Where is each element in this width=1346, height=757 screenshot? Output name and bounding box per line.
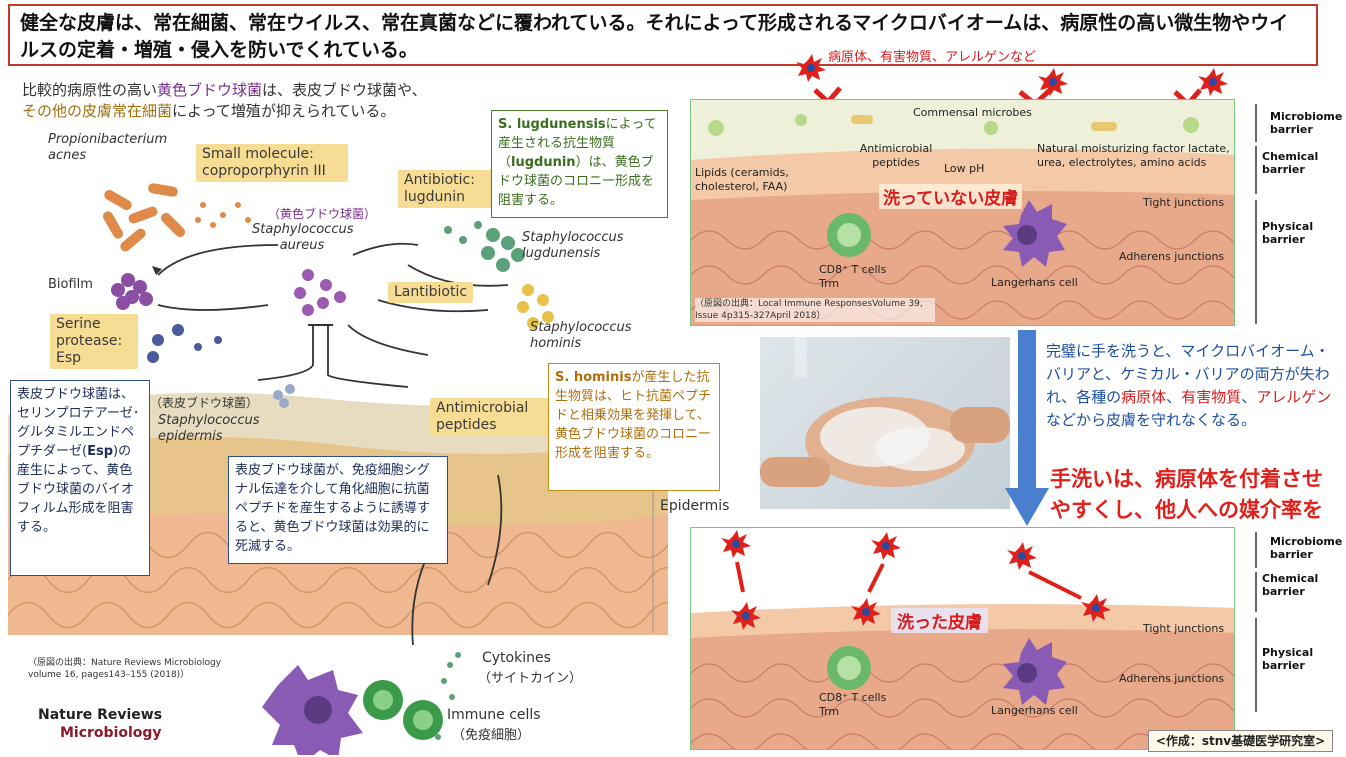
washed-skin-panel: 洗った皮膚 Tight junctions Adherens junctions…: [690, 527, 1235, 750]
label-lugdunensis: Staphylococcus lugdunensis: [522, 230, 624, 261]
explain-harmful: 有害物質: [1181, 388, 1242, 406]
label-hominis: Staphylococcus hominis: [530, 320, 632, 351]
callout-lugdunensis-name: S. lugdunensis: [498, 117, 606, 132]
explain-pathogen: 病原体: [1121, 388, 1167, 406]
label-low-ph: Low pH: [944, 162, 985, 175]
label-washed-skin: 洗った皮膚: [891, 608, 988, 633]
callout-esp-text2: )の産生によって、黄色ブドウ球菌のバイオフィルム形成を阻害する。: [17, 444, 135, 535]
label-immune-cells: Immune cells: [447, 707, 541, 723]
label-nmf: Natural moisturizing factor lactate, ure…: [1037, 142, 1230, 169]
label-epidermis-layer: Epidermis: [660, 498, 730, 514]
label-small-molecule: Small molecule: coproporphyrin III: [196, 144, 348, 182]
callout-hominis-name: S. hominis: [555, 370, 632, 385]
down-arrow: [1005, 330, 1049, 526]
intro-commensal: その他の皮膚常在細菌: [22, 102, 173, 120]
journal-logo-line2: Microbiology: [60, 725, 162, 741]
label-serine-protease: Serine protease: Esp: [50, 314, 138, 369]
pathogen-label: 病原体、有害物質、アレルゲンなど: [828, 46, 1036, 65]
right-source-citation: （原図の出典：Local Immune ResponsesVolume 39, …: [695, 298, 935, 322]
journal-logo: Nature Reviews Microbiology: [38, 706, 162, 742]
handwashing-illustration: [760, 337, 1010, 487]
label-chemical-barrier-bottom: Chemical barrier: [1262, 572, 1319, 598]
label-chemical-barrier-top: Chemical barrier: [1262, 150, 1319, 176]
callout-lugdunensis-lugdunin: lugdunin: [511, 155, 576, 170]
explain-text2: などから皮膚を守れなくなる。: [1046, 411, 1257, 429]
explain-sep1: 、: [1166, 388, 1182, 406]
label-commensal: Commensal microbes: [913, 106, 1032, 119]
explain-text1: 完璧に手を洗うと、マイクロバイオーム・バリアと、ケミカル・バリアの両方が失われ、…: [1046, 342, 1330, 406]
label-biofilm: Biofilm: [48, 277, 93, 292]
callout-esp-esp: Esp: [87, 444, 114, 459]
label-langerhans-2: Langerhans cell: [991, 704, 1078, 717]
label-cytokines: Cytokines: [482, 650, 551, 666]
label-lipids: Lipids (ceramids, cholesterol, FAA): [695, 166, 789, 193]
callout-lugdunensis-text2: ）は、黄色ブドウ球菌のコロニー形成を阻害する。: [498, 155, 655, 208]
label-microbiome-barrier-top: Microbiome barrier: [1270, 110, 1343, 136]
callout-lugdunensis-text1: によって産生される抗生物質（: [498, 117, 657, 170]
journal-logo-line1: Nature Reviews: [38, 707, 163, 723]
unwashed-skin-panel: Commensal microbes Antimicrobial peptide…: [690, 99, 1235, 326]
label-cytokines-jp: （サイトカイン）: [478, 671, 583, 686]
label-physical-barrier-top: Physical barrier: [1262, 220, 1314, 246]
label-antibiotic: Antibiotic: lugdunin: [398, 170, 494, 208]
label-adherens-junctions-2: Adherens junctions: [1119, 672, 1225, 685]
label-adherens-junctions: Adherens junctions: [1119, 250, 1225, 263]
intro-text: 比較的病原性の高い黄色ブドウ球菌は、表皮ブドウ球菌や、 その他の皮膚常在細菌によ…: [22, 80, 542, 122]
explain-sep2: 、: [1241, 388, 1257, 406]
label-aureus-jp: （黄色ブドウ球菌）: [268, 207, 377, 221]
intro-text-2: は、表皮ブドウ球菌や、: [262, 81, 427, 99]
intro-aureus: 黄色ブドウ球菌: [157, 81, 263, 99]
label-cd8: CD8⁺ T cells Trm: [819, 263, 887, 290]
label-aureus: Staphylococcus aureus: [252, 222, 354, 253]
explain-allergen: アレルゲン: [1256, 388, 1332, 406]
left-source-citation: （原図の出典：Nature Reviews Microbiology volum…: [28, 658, 222, 680]
callout-esp-text1: 表皮ブドウ球菌は、セリンプロテアーゼ･グルタミルエンドペプチダーゼ(: [17, 387, 140, 459]
handwashing-photo: [760, 337, 1010, 509]
label-unwashed-skin: 洗っていない皮膚: [879, 184, 1023, 209]
label-propionibacterium: Propionibacterium acnes: [48, 132, 168, 163]
label-amp: Antimicrobial peptides: [430, 398, 552, 436]
barrier-brackets-bottom: [1255, 532, 1257, 712]
callout-hominis: S. hominisが産生した抗生物質は、ヒト抗菌ペプチドと相乗効果を発揮して、…: [548, 363, 720, 491]
pathogen-label-text: 病原体、有害物質、アレルゲンなど: [828, 50, 1037, 65]
label-epidermis-jp: （表皮ブドウ球菌）: [150, 396, 259, 410]
intro-text-3: によって増殖が抑えられている。: [172, 102, 396, 120]
label-immune-cells-jp: （免疫細胞）: [452, 728, 531, 743]
author-credit: <作成：stnv基礎医学研究室>: [1148, 730, 1333, 752]
callout-lugdunensis: S. lugdunensisによって産生される抗生物質（lugdunin）は、黄…: [491, 110, 668, 218]
label-physical-barrier-bottom: Physical barrier: [1262, 646, 1314, 672]
callout-esp: 表皮ブドウ球菌は、セリンプロテアーゼ･グルタミルエンドペプチダーゼ(Esp)の産…: [10, 380, 150, 576]
barrier-brackets-top: [1255, 104, 1257, 324]
callout-immune-signaling: 表皮ブドウ球菌が、免疫細胞シグナル伝達を介して角化細胞に抗菌ペプチドを産生するよ…: [228, 456, 448, 564]
label-tight-junctions: Tight junctions: [1143, 196, 1225, 209]
intro-text-1: 比較的病原性の高い: [22, 81, 158, 99]
label-amp-right: Antimicrobial peptides: [859, 142, 933, 169]
callout-hominis-text: が産生した抗生物質は、ヒト抗菌ペプチドと相乗効果を発揮して、黄色ブドウ球菌のコロ…: [555, 370, 712, 461]
washed-skin-art: [691, 530, 1234, 749]
unwashed-skin-art: [691, 100, 1234, 325]
label-epidermis: Staphylococcus epidermis: [158, 413, 260, 444]
label-cd8-2: CD8⁺ T cells Trm: [819, 691, 887, 718]
page-title: 健全な皮膚は、常在細菌、常在ウイルス、常在真菌などに覆われている。それによって形…: [8, 4, 1318, 66]
label-lantibiotic: Lantibiotic: [388, 282, 474, 303]
label-tight-junctions-2: Tight junctions: [1143, 622, 1225, 635]
handwash-explanation: 完璧に手を洗うと、マイクロバイオーム・バリアと、ケミカル・バリアの両方が失われ、…: [1046, 340, 1336, 432]
label-microbiome-barrier-bottom: Microbiome barrier: [1270, 535, 1343, 561]
label-langerhans: Langerhans cell: [991, 276, 1078, 289]
